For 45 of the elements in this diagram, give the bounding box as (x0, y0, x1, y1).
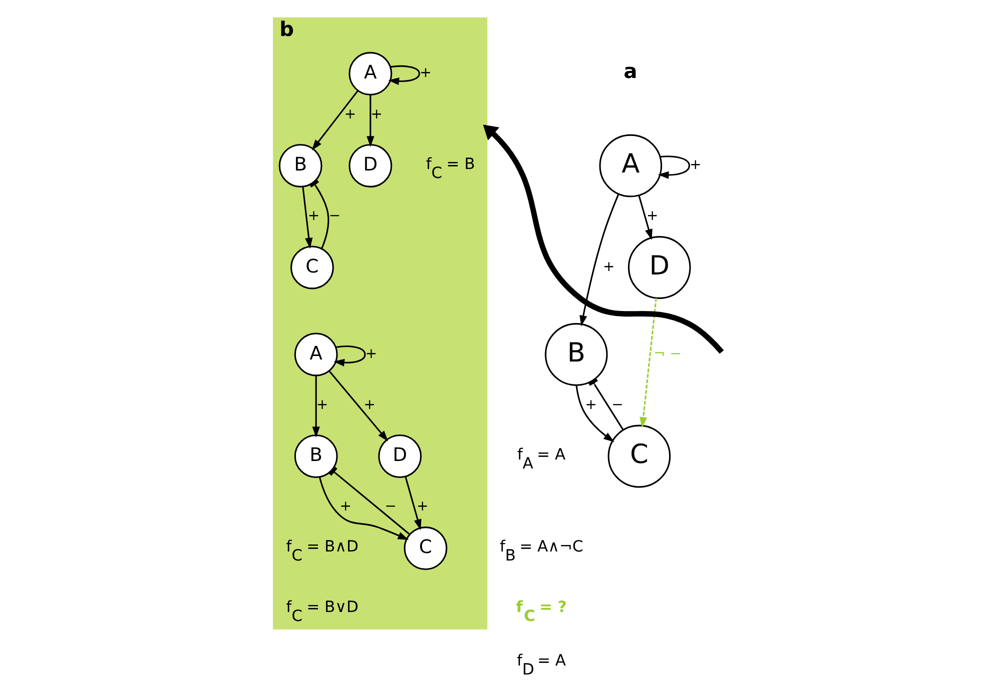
arrow (328, 370, 388, 442)
edge-label: + (646, 208, 658, 224)
arrow (580, 194, 620, 326)
edge-label: + (420, 65, 432, 82)
node-circle: D (378, 434, 422, 478)
connector (329, 466, 410, 535)
arrow (334, 346, 366, 366)
connector (588, 378, 624, 430)
edge-label: + (603, 258, 615, 275)
edge-label: + (316, 396, 328, 413)
node-circle: D (348, 144, 392, 188)
edge-label: + (416, 498, 428, 515)
arrow (366, 94, 374, 148)
arrow (404, 476, 422, 530)
edge-label: + (585, 396, 597, 413)
arrow (318, 477, 409, 540)
edge-label: − (328, 208, 341, 224)
node-circle: D (628, 236, 691, 299)
edge-label: + (340, 498, 352, 515)
edge-label: + (364, 396, 376, 413)
node-circle: A (599, 134, 662, 198)
arrow (638, 195, 652, 240)
arrow (658, 156, 690, 179)
node-circle: C (404, 526, 448, 570)
arrow (312, 90, 359, 150)
edge-label: − (612, 396, 624, 413)
arrow (312, 376, 320, 438)
edge-label: ¬ − (654, 346, 682, 362)
label: a (624, 58, 638, 83)
connector (310, 180, 330, 249)
arrow (483, 124, 724, 354)
edge-label: + (308, 208, 320, 224)
arrow (640, 298, 657, 428)
node-circle: C (290, 246, 334, 290)
edge-label: + (370, 106, 382, 122)
arrow (302, 186, 313, 249)
arrow (576, 385, 614, 442)
node-circle: A (294, 332, 338, 376)
edge-label: − (384, 498, 396, 515)
arrow (388, 65, 420, 86)
node-circle: C (608, 424, 671, 488)
edge-label: + (365, 346, 378, 362)
edge-label: + (690, 157, 702, 174)
node-circle: A (348, 52, 392, 96)
edge-label: + (344, 106, 356, 122)
